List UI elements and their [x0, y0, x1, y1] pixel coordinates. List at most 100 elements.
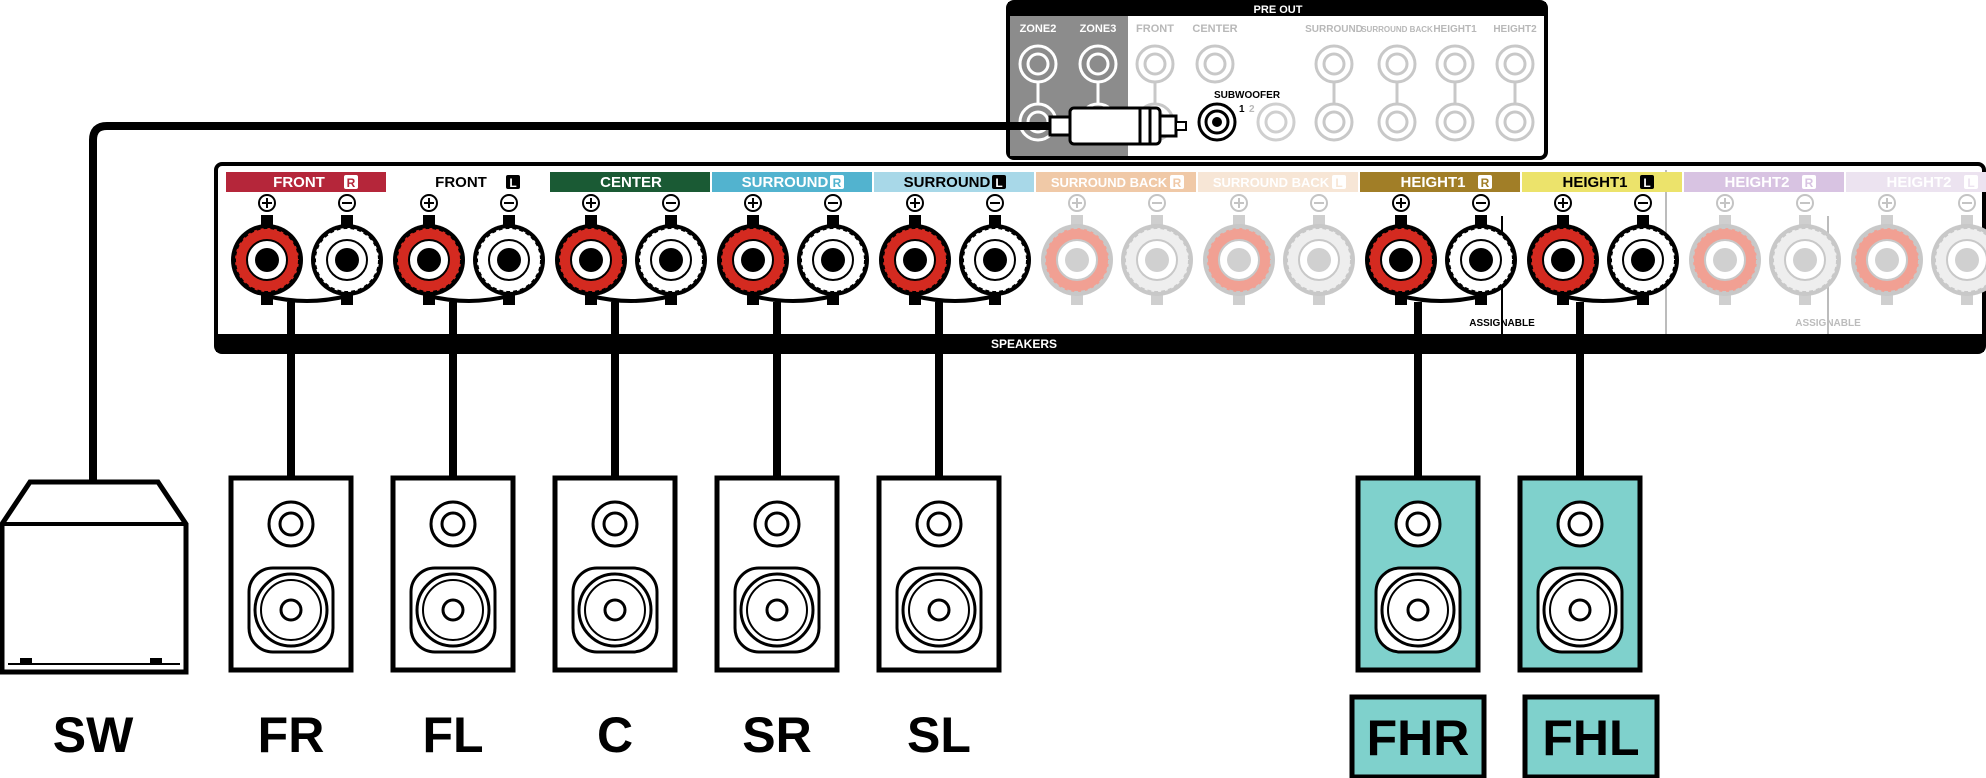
- terminal-label: HEIGHT2 R: [1684, 172, 1844, 192]
- positive-terminal: [1689, 194, 1761, 305]
- terminal-side-text: L: [1335, 176, 1342, 190]
- pre-out-jack: [1195, 44, 1235, 84]
- highlighted-speaker-cabinet: [1517, 475, 1643, 673]
- terminal-side-text: R: [347, 176, 356, 190]
- pre-out-height2-label: HEIGHT2: [1493, 24, 1537, 35]
- negative-terminal: [473, 194, 545, 305]
- negative-terminal: [311, 194, 383, 305]
- terminal-side-text: L: [995, 176, 1002, 190]
- terminal-side-text: L: [1643, 176, 1650, 190]
- subwoofer-unit: [0, 479, 189, 675]
- subwoofer-num-2: 2: [1249, 104, 1255, 115]
- terminal-label: HEIGHT2 L: [1846, 172, 1986, 192]
- pre-out-jack: [1135, 44, 1175, 84]
- fhl-label-box: [1522, 694, 1660, 778]
- pre-out-height1-label: HEIGHT1: [1433, 24, 1477, 35]
- negative-terminal: [1607, 194, 1679, 305]
- pre-out-surround-label: SURROUND: [1305, 24, 1363, 35]
- pre-out-jack: [1314, 44, 1354, 84]
- pre-out-jack: [1018, 44, 1058, 84]
- terminal-label: SURROUND R: [712, 172, 872, 192]
- speaker-wire: [914, 294, 996, 480]
- fhr-label-box: [1349, 694, 1487, 778]
- speaker-wires: [266, 294, 1644, 480]
- fr-label: FR: [258, 707, 325, 763]
- speaker-cabinet: [228, 475, 354, 673]
- assignable-label-height2: ASSIGNABLE: [1795, 318, 1861, 329]
- pre-out-jack: [1495, 102, 1535, 142]
- assignable-label-height1: ASSIGNABLE: [1469, 318, 1535, 329]
- speaker-wire: [590, 294, 672, 480]
- fhl-label: FHL: [1542, 710, 1639, 766]
- sw-label: SW: [53, 707, 134, 763]
- negative-terminal: [1931, 194, 1986, 305]
- terminal-side-text: R: [1481, 176, 1490, 190]
- speaker-cabinet: [552, 475, 678, 673]
- speaker-cabinet: [876, 475, 1002, 673]
- speaker-wire: [752, 294, 834, 480]
- terminal-label: FRONT L: [388, 172, 548, 192]
- pre-out-jack: [1078, 44, 1118, 84]
- c-label: C: [597, 707, 633, 763]
- fl-label: FL: [422, 707, 483, 763]
- terminal-label: SURROUND BACK R: [1036, 172, 1196, 192]
- terminal-side-text: R: [1173, 176, 1182, 190]
- speaker-cabinet: [714, 475, 840, 673]
- positive-terminal: [1203, 194, 1275, 305]
- terminal-label: SURROUND L: [874, 172, 1034, 192]
- positive-terminal: [1527, 194, 1599, 305]
- positive-terminal: [1365, 194, 1437, 305]
- terminal-side-text: L: [1967, 176, 1974, 190]
- speaker-wire: [266, 294, 348, 480]
- terminal-side-text: L: [509, 176, 516, 190]
- speaker-wire: [428, 294, 510, 480]
- zone2-label: ZONE2: [1020, 23, 1057, 35]
- negative-terminal: [635, 194, 707, 305]
- positive-terminal: [1851, 194, 1923, 305]
- terminal-label-text: HEIGHT2: [1724, 174, 1789, 191]
- speaker-cabinet: [390, 475, 516, 673]
- terminal-label: HEIGHT1 R: [1360, 172, 1520, 192]
- terminal-side-text: R: [833, 176, 842, 190]
- terminal-label-text: FRONT: [273, 174, 325, 191]
- terminal-label-text: SURROUND: [742, 174, 829, 191]
- highlighted-speaker-cabinet: [1355, 475, 1481, 673]
- terminal-label-text: HEIGHT1: [1400, 174, 1465, 191]
- terminal-label-text: CENTER: [600, 174, 662, 191]
- pre-out-surround-back-label: SURROUND BACK: [1361, 25, 1433, 34]
- subwoofer-cable: [89, 106, 1187, 480]
- fhr-label: FHR: [1367, 710, 1470, 766]
- positive-terminal: [717, 194, 789, 305]
- terminal-label-text: SURROUND: [904, 174, 991, 191]
- speaker-wire: [1400, 294, 1482, 480]
- terminal-label: HEIGHT1 L: [1522, 172, 1682, 192]
- positive-terminal: [231, 194, 303, 305]
- terminal-side-text: R: [1805, 176, 1814, 190]
- pre-out-front-label: FRONT: [1136, 23, 1174, 35]
- positive-terminal: [555, 194, 627, 305]
- terminal-label: CENTER: [550, 172, 710, 192]
- terminal-label-text: HEIGHT2: [1886, 174, 1951, 191]
- pre-out-title: PRE OUT: [1254, 4, 1303, 16]
- terminal-label-text: SURROUND BACK: [1051, 175, 1168, 190]
- pre-out-jack: [1314, 102, 1354, 142]
- positive-terminal: [879, 194, 951, 305]
- pre-out-jack: [1435, 44, 1475, 84]
- negative-terminal: [1121, 194, 1193, 305]
- terminal-label: FRONT R: [226, 172, 386, 192]
- negative-terminal: [1769, 194, 1841, 305]
- pre-out-jack: [1495, 44, 1535, 84]
- pre-out-center-label: CENTER: [1192, 23, 1237, 35]
- pre-out-jack: [1377, 102, 1417, 142]
- terminal-label-text: FRONT: [435, 174, 487, 191]
- pre-out-jack: [1435, 102, 1475, 142]
- negative-terminal: [797, 194, 869, 305]
- speaker-wire: [1562, 294, 1644, 480]
- terminal-label-text: HEIGHT1: [1562, 174, 1627, 191]
- zone3-label: ZONE3: [1080, 23, 1117, 35]
- sr-label: SR: [742, 707, 811, 763]
- sl-label: SL: [907, 707, 971, 763]
